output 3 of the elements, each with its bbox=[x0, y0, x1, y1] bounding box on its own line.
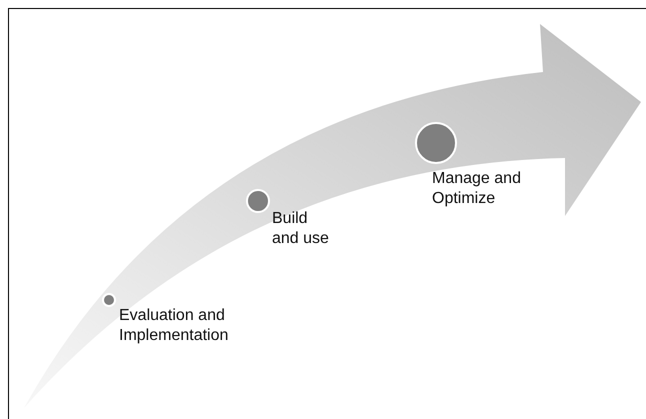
stage-label: Evaluation and Implementation bbox=[119, 306, 230, 346]
stage-label: Build and use bbox=[272, 209, 330, 249]
stage-label: Manage and Optimize bbox=[432, 169, 522, 209]
